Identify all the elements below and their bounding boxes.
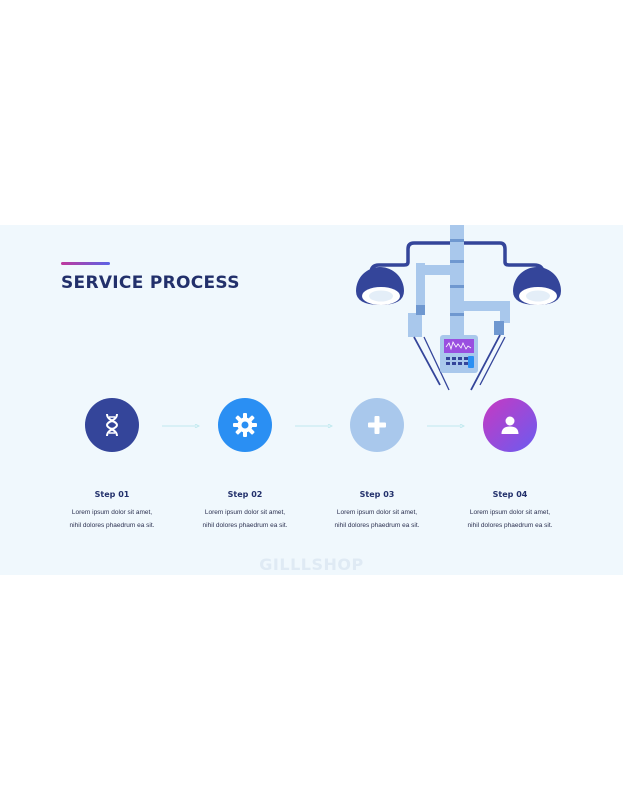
step-4-title: Step 04 [492,490,528,499]
step-3-desc-line-1: Lorem ipsum dolor sit amet, [336,509,418,516]
dna-icon [105,413,119,437]
step-4-desc-line-1: Lorem ipsum dolor sit amet, [469,509,551,516]
step-1-title: Step 01 [94,490,130,499]
arrow-3-icon [427,424,465,428]
step-3-desc-line-2: nihil dolores phaedrum ea sit. [334,521,420,529]
watermark: GILLLSHOP [259,555,364,574]
title-accent-bar [61,262,110,265]
gear-icon [233,413,257,437]
step-2-title: Step 02 [227,490,263,499]
right-lamp-icon [513,267,561,305]
step-4: Step 04 Lorem ipsum dolor sit amet, nihi… [445,398,575,532]
step-1: Step 01 Lorem ipsum dolor sit amet, nihi… [47,398,177,532]
user-icon [501,416,519,434]
arrow-2-icon [295,424,333,428]
plus-icon [368,416,386,434]
left-lamp-icon [356,267,404,305]
monitor-icon [440,335,478,373]
step-4-description: Lorem ipsum dolor sit amet, nihil dolore… [445,507,575,532]
step-2: Step 02 Lorem ipsum dolor sit amet, nihi… [180,398,310,532]
step-2-description: Lorem ipsum dolor sit amet, nihil dolore… [180,507,310,532]
step-3: Step 03 Lorem ipsum dolor sit amet, nihi… [312,398,442,532]
step-3-title: Step 03 [359,490,395,499]
step-3-circle [350,398,404,452]
page-title: SERVICE PROCESS [61,273,240,293]
step-1-description: Lorem ipsum dolor sit amet, nihil dolore… [47,507,177,532]
arrow-1-icon [162,424,200,428]
step-1-desc-line-1: Lorem ipsum dolor sit amet, [71,509,153,516]
surgical-robot-illustration [356,225,561,391]
step-3-description: Lorem ipsum dolor sit amet, nihil dolore… [312,507,442,532]
step-2-desc-line-2: nihil dolores phaedrum ea sit. [202,521,288,529]
step-4-circle [483,398,537,452]
step-1-circle [85,398,139,452]
step-4-desc-line-2: nihil dolores phaedrum ea sit. [467,521,553,529]
slide: SERVICE PROCESS [0,225,623,575]
step-2-desc-line-1: Lorem ipsum dolor sit amet, [204,509,286,516]
step-1-desc-line-2: nihil dolores phaedrum ea sit. [69,521,155,529]
step-2-circle [218,398,272,452]
